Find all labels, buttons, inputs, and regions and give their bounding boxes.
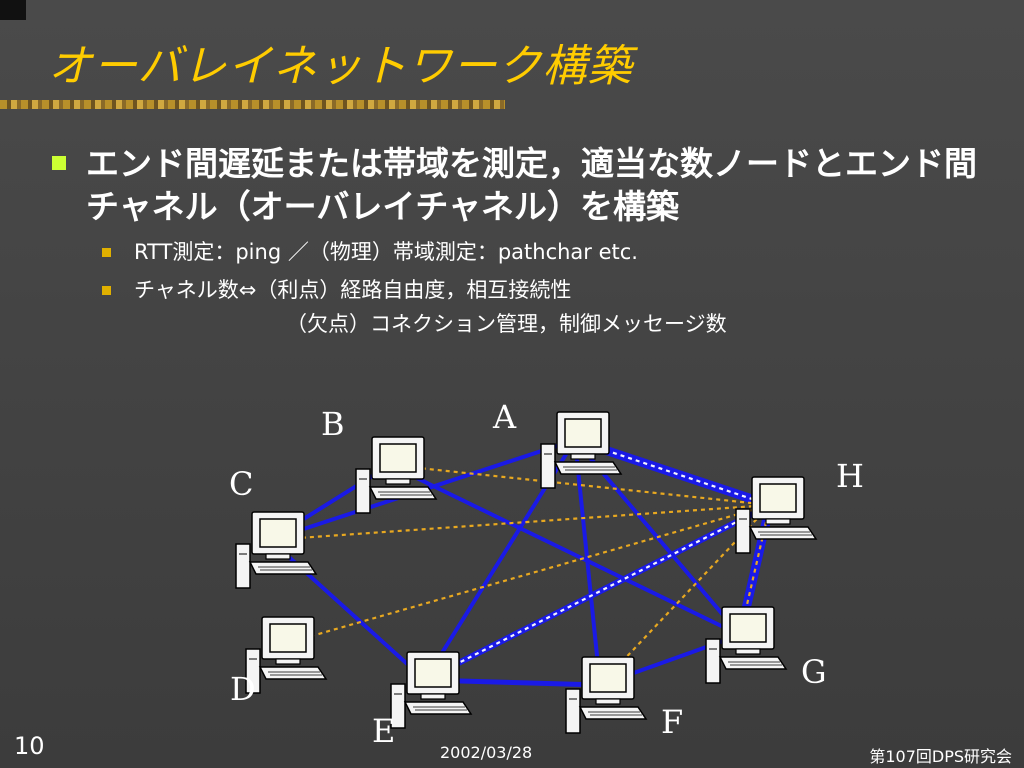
node-label-a: A	[492, 398, 517, 436]
bullet-main-text: エンド間遅延または帯域を測定，適当な数ノードとエンド間チャネル（オーバレイチャネ…	[86, 144, 977, 226]
bullet-list: エンド間遅延または帯域を測定，適当な数ノードとエンド間チャネル（オーバレイチャネ…	[48, 142, 1008, 338]
physical-links	[268, 435, 775, 688]
overlay-channel-GH	[738, 504, 772, 636]
node-label-c: C	[229, 465, 253, 503]
overlay-channel-EH	[424, 504, 771, 681]
computer-icon-h	[735, 476, 817, 554]
computer-icon-a	[540, 411, 622, 489]
node-label-g: G	[801, 653, 827, 691]
node-label-b: B	[321, 405, 345, 443]
computer-icon-f	[565, 656, 647, 734]
node-label-d: D	[230, 670, 256, 708]
computer-icon-c	[235, 511, 317, 589]
slide-number: 10	[14, 732, 45, 760]
event-name: 第107回DPS研究会	[869, 747, 1012, 766]
slide-date: 2002/03/28	[440, 743, 533, 762]
slide-title: オーバレイネットワーク構築	[48, 41, 633, 92]
sub-bullet-channels-continuation: （欠点）コネクション管理，制御メッセージ数	[286, 312, 727, 336]
sub-bullet-rtt-text: RTT測定：ping ／（物理）帯域測定：pathchar etc.	[134, 240, 638, 264]
node-label-h: H	[836, 457, 864, 495]
bullet-main: エンド間遅延または帯域を測定，適当な数ノードとエンド間チャネル（オーバレイチャネ…	[48, 142, 1008, 228]
overlay-channel-DH	[279, 503, 771, 647]
sub-bullet-channels: チャネル数⇔（利点）経路自由度，相互接続性 （欠点）コネクション管理，制御メッセ…	[48, 276, 1008, 338]
overlay-channels	[269, 438, 772, 686]
computer-icon-g	[705, 606, 787, 684]
title-underline	[0, 100, 505, 109]
sub-bullet-square-icon	[102, 286, 111, 295]
node-label-f: F	[661, 703, 683, 741]
sub-bullet-channels-text: チャネル数⇔（利点）経路自由度，相互接続性	[134, 278, 572, 302]
overlay-channel-CH	[269, 503, 771, 542]
overlay-channel-FH	[599, 504, 771, 686]
node-label-e: E	[372, 712, 395, 750]
sub-bullet-rtt: RTT測定：ping ／（物理）帯域測定：pathchar etc.	[48, 238, 1008, 266]
computer-icon-d	[245, 616, 327, 694]
computer-icon-b	[355, 436, 437, 514]
bullet-square-icon	[52, 156, 66, 170]
computer-icon-e	[390, 651, 472, 729]
sub-bullet-square-icon	[102, 248, 111, 257]
node-labels: A B C D E F G H	[229, 398, 864, 750]
corner-mark	[0, 0, 26, 20]
physical-link-BG	[389, 463, 741, 637]
